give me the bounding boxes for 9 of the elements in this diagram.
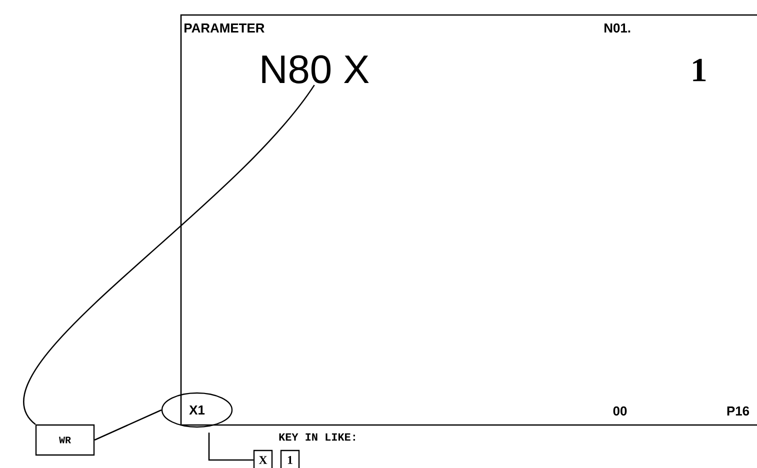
connector-line <box>208 432 254 461</box>
connector-line <box>24 84 315 425</box>
screen-text: N80 X <box>262 55 369 84</box>
key-box: 1 <box>280 450 300 468</box>
circled-text: X1 <box>161 392 233 428</box>
instruction-text: KEY IN LIKE: <box>279 433 355 441</box>
key-box: X <box>253 450 273 468</box>
key-box: WR <box>35 424 95 456</box>
connector-line <box>94 409 162 441</box>
